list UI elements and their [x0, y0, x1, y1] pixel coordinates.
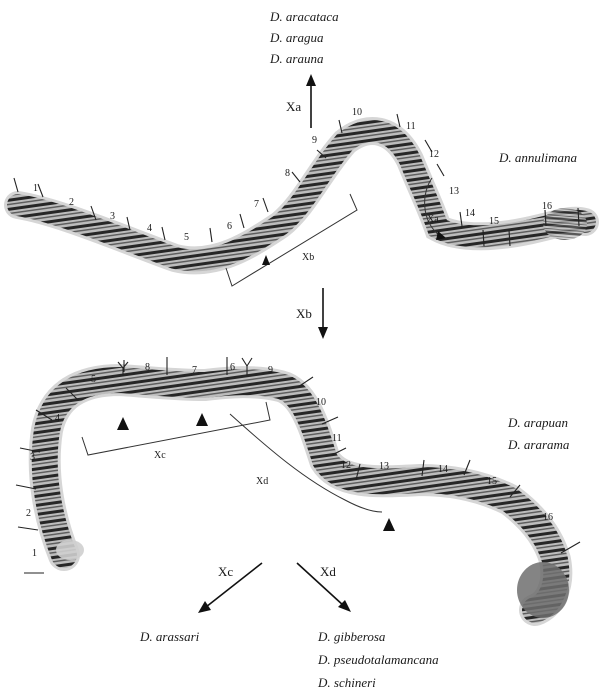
species-label-ararama: D. ararama	[507, 437, 570, 452]
breakpoint-arrowhead	[262, 255, 270, 265]
species-label: D. schineri	[317, 675, 376, 690]
breakpoint-arrowhead	[117, 417, 129, 430]
band-number: 14	[465, 208, 475, 219]
species-label-annulimana: D. annulimana	[498, 150, 578, 165]
band-number: 8	[285, 168, 290, 179]
band-number: 3	[30, 452, 35, 463]
band-number: 5	[184, 232, 189, 243]
band-number: 10	[352, 107, 362, 118]
xa-inner-label: Xa	[427, 214, 439, 225]
breakpoint-arrowhead	[196, 413, 208, 426]
species-label-arapuan: D. arapuan	[507, 415, 568, 430]
band-number: 1	[32, 548, 37, 559]
band-number: 13	[449, 186, 459, 197]
bottom-chromosome-base	[56, 540, 84, 560]
xc-label: Xc	[218, 564, 233, 579]
band-number: 16	[543, 512, 553, 523]
band-number: 16	[542, 201, 552, 212]
species-label: D. pseudotalamancana	[317, 652, 439, 667]
band-number: 11	[406, 121, 416, 132]
band-number: 6	[227, 221, 232, 232]
top-chromosome-tip	[543, 208, 587, 240]
bottom-chromosome	[45, 380, 569, 618]
band-number: 5	[91, 374, 96, 385]
band-number: 11	[332, 433, 342, 444]
band-number: 7	[254, 199, 259, 210]
band-number: 8	[145, 362, 150, 373]
band-number: 14	[438, 464, 448, 475]
band-number: 12	[429, 149, 439, 160]
species-label-arassari: D. arassari	[139, 629, 200, 644]
species-label: D. aracataca	[269, 9, 339, 24]
xc-bracket	[82, 402, 270, 455]
band-number: 7	[192, 365, 197, 376]
band-number: 15	[489, 216, 499, 227]
band-number: 6	[230, 362, 235, 373]
band-number: 2	[26, 508, 31, 519]
band-number: 2	[69, 197, 74, 208]
xb-bracket-label: Xb	[302, 252, 314, 263]
xb-down-arrow	[318, 288, 328, 339]
xc-bracket-label: Xc	[154, 450, 166, 461]
species-label: D. aragua	[269, 30, 324, 45]
band-number: 3	[110, 211, 115, 222]
band-number: 13	[379, 461, 389, 472]
xb-transition-label: Xb	[296, 306, 312, 321]
band-number: 4	[147, 223, 152, 234]
band-number: 10	[316, 397, 326, 408]
xa-up-arrow	[306, 74, 316, 128]
band-number: 9	[268, 365, 273, 376]
band-number: 4	[55, 413, 60, 424]
breakpoint-arrowhead	[383, 518, 395, 531]
species-label: D. arauna	[269, 51, 324, 66]
band-number: 12	[341, 460, 351, 471]
xa-label: Xa	[286, 99, 301, 114]
species-label: D. gibberosa	[317, 629, 386, 644]
band-number: 15	[487, 476, 497, 487]
band-number: 9	[312, 135, 317, 146]
xd-bracket-label: Xd	[256, 476, 268, 487]
xd-label: Xd	[320, 564, 336, 579]
band-number: 1	[33, 183, 38, 194]
bottom-chromosome-tip	[517, 562, 569, 618]
